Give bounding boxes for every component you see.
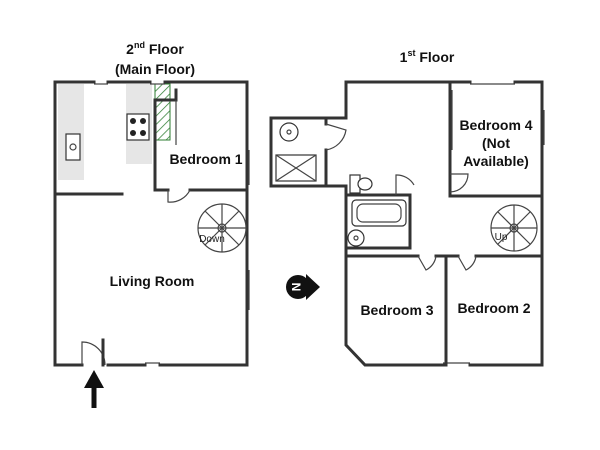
- bathtub-icon: [351, 199, 407, 227]
- spiral-stair-down: Down: [197, 203, 247, 253]
- entrance-door: [81, 341, 106, 366]
- kitchen-hatch: [154, 83, 171, 141]
- spiral-stair-up: Up: [490, 204, 538, 252]
- stove-icon: [126, 113, 150, 141]
- second-floor-title: 2nd Floor: [126, 40, 184, 57]
- first-floor-title: 1st Floor: [400, 48, 455, 65]
- stair-up-label: Up: [495, 232, 508, 243]
- room-living-room: Living Room: [110, 273, 195, 289]
- second-floor-subtitle: (Main Floor): [115, 61, 195, 77]
- room-bedroom-1: Bedroom 1: [169, 151, 242, 167]
- room-bedroom-2: Bedroom 2: [457, 300, 530, 316]
- stair-down-label: Down: [199, 234, 225, 245]
- room-bedroom-4-line3: Available): [463, 153, 529, 169]
- bathroom-sink-icon: [347, 229, 365, 247]
- room-bedroom-3: Bedroom 3: [360, 302, 433, 318]
- sink-icon: [65, 133, 81, 161]
- room-bedroom-4-line1: Bedroom 4: [459, 117, 532, 133]
- north-arrow-icon: N: [286, 274, 320, 300]
- entrance-arrow-icon: [84, 370, 104, 408]
- compass-letter: N: [289, 283, 303, 292]
- kitchen-counter-left: [58, 84, 84, 180]
- first-floor-plan: Up: [269, 80, 545, 367]
- second-floor-plan: Down: [53, 80, 250, 367]
- room-bedroom-4-line2: (Not: [482, 135, 510, 151]
- washbasin-icon: [279, 122, 299, 142]
